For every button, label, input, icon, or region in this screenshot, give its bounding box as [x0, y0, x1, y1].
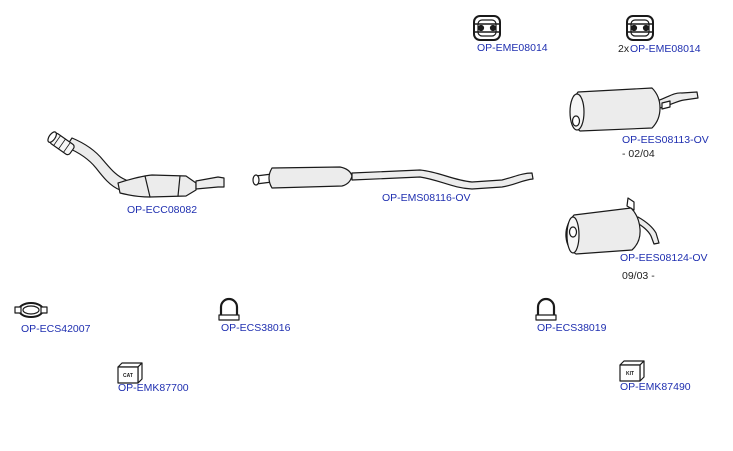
part-link-eme08014[interactable]: OP-EME08014 — [477, 42, 548, 54]
rear-silencer-icon[interactable] — [569, 87, 699, 132]
part-link-ems08116-ov[interactable]: OP-EMS08116-OV — [382, 192, 471, 204]
rubber-hanger-icon[interactable] — [626, 15, 654, 41]
catalytic-converter-icon[interactable] — [46, 130, 225, 198]
fitment-date-note: 09/03 - — [622, 270, 655, 282]
part-link-emk87490[interactable]: OP-EMK87490 — [620, 381, 691, 393]
exhaust-clamp-icon[interactable] — [218, 297, 240, 321]
fitment-date-note: - 02/04 — [622, 148, 655, 160]
part-link-ecs38019[interactable]: OP-ECS38019 — [537, 322, 607, 334]
part-link-ecs38016[interactable]: OP-ECS38016 — [221, 322, 291, 334]
mounting-kit-box-icon[interactable]: CAT — [117, 362, 143, 384]
part-link-eme08014-x2[interactable]: OP-EME08014 — [630, 43, 701, 55]
rear-silencer-icon[interactable] — [565, 197, 660, 255]
exhaust-clamp-icon[interactable] — [535, 297, 557, 321]
part-link-emk87700[interactable]: OP-EMK87700 — [118, 382, 189, 394]
box-text-cat: CAT — [123, 373, 133, 379]
part-link-ees08113-ov[interactable]: OP-EES08113-OV — [622, 134, 709, 146]
mounting-kit-box-icon[interactable]: KIT — [619, 360, 645, 382]
exhaust-clamp-icon[interactable] — [14, 302, 48, 318]
part-link-ecc08082[interactable]: OP-ECC08082 — [127, 204, 198, 216]
part-link-ecs42007[interactable]: OP-ECS42007 — [21, 323, 91, 335]
rubber-hanger-icon[interactable] — [473, 15, 501, 41]
quantity-label: 2x — [618, 43, 630, 55]
box-text-kit: KIT — [626, 371, 634, 377]
middle-silencer-icon[interactable] — [252, 166, 534, 190]
part-link-ees08124-ov[interactable]: OP-EES08124-OV — [620, 252, 708, 264]
